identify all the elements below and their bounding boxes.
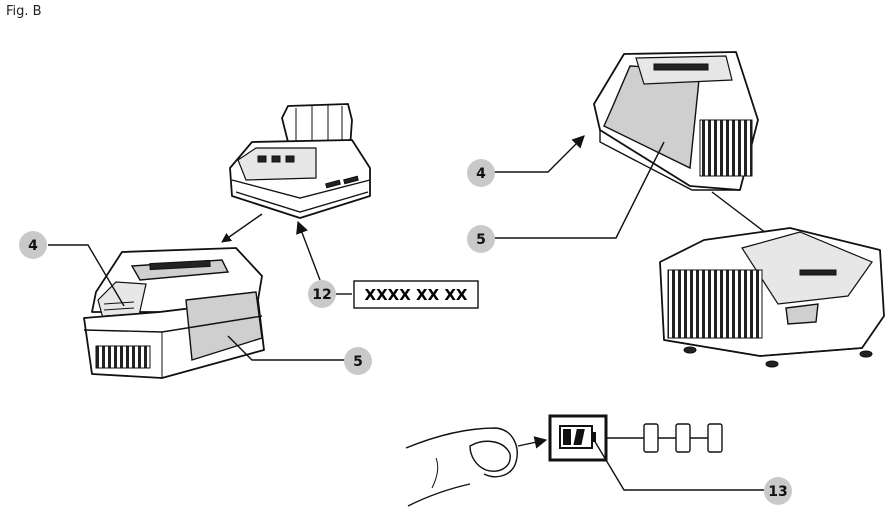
charge-indicator xyxy=(548,414,723,462)
callout-4-left: 4 xyxy=(19,231,47,259)
callout-13-label: 13 xyxy=(768,484,787,500)
callout-5-left: 5 xyxy=(344,347,372,375)
callout-4-left-label: 4 xyxy=(28,238,38,254)
finger-illustration xyxy=(405,427,518,507)
battery-pack-right xyxy=(593,51,759,191)
model-code-text: XXXX XX XX xyxy=(365,286,468,304)
battery-pack-left xyxy=(83,247,265,379)
callout-4-right: 4 xyxy=(467,159,495,187)
model-code-box: XXXX XX XX xyxy=(353,280,479,309)
charger-illustration xyxy=(659,227,885,368)
callout-5-right-label: 5 xyxy=(476,232,486,248)
drill-tool-illustration xyxy=(229,103,371,219)
callout-13: 13 xyxy=(764,477,792,505)
callout-12: 12 xyxy=(308,280,336,308)
callout-12-label: 12 xyxy=(312,287,331,303)
callout-5-right: 5 xyxy=(467,225,495,253)
figure-label: Fig. B xyxy=(6,4,42,19)
callout-4-right-label: 4 xyxy=(476,166,486,182)
callout-5-left-label: 5 xyxy=(353,354,363,370)
